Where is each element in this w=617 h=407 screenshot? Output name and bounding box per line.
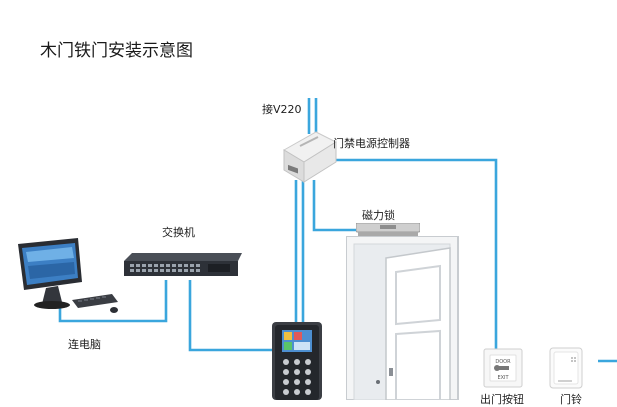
access-reader-icon — [272, 322, 322, 400]
doorbell-device — [548, 346, 588, 394]
network-switch-icon — [124, 253, 242, 276]
access-reader-device — [272, 322, 322, 404]
exit-button-bottom-text: EXIT — [497, 375, 509, 381]
magnetic-lock-label: 磁力锁 — [362, 209, 395, 222]
magnetic-lock-icon — [355, 222, 421, 236]
power-controller-label: 门禁电源控制器 — [333, 137, 410, 150]
switch-label: 交换机 — [162, 226, 195, 239]
power-input-label: 接V220 — [262, 103, 302, 116]
magnetic-lock-device — [355, 222, 421, 241]
controller-to-lock-wire — [312, 180, 360, 232]
exit-button-device: DOOR EXIT — [483, 348, 523, 392]
door-icon — [345, 235, 459, 401]
network-switch-device — [124, 253, 242, 281]
computer-device — [12, 238, 122, 322]
switch-to-reader-wire — [188, 280, 272, 352]
exit-button-label: 出门按钮 — [480, 393, 524, 406]
diagram-title: 木门铁门安装示意图 — [40, 41, 193, 61]
computer-label: 连电脑 — [68, 338, 101, 351]
power-controller-device — [280, 128, 338, 190]
power-controller-icon — [283, 131, 338, 183]
doorbell-label: 门铃 — [560, 393, 582, 406]
switch-to-computer-wire — [58, 280, 168, 323]
computer-monitor-icon — [18, 238, 118, 313]
exit-button-icon: DOOR EXIT — [483, 348, 523, 388]
exit-button-top-text: DOOR — [495, 359, 511, 365]
doorbell-icon — [549, 347, 583, 389]
door-device — [345, 235, 460, 404]
controller-to-exit-button-wire — [330, 158, 498, 350]
